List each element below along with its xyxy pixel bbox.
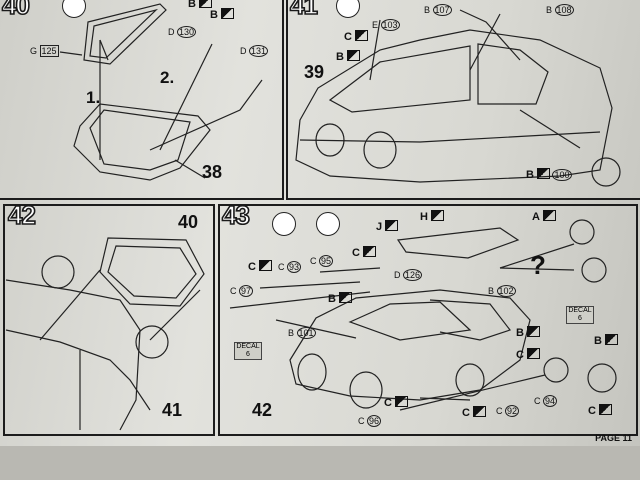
step-41-flag-c: C: [344, 30, 368, 43]
glue-icon: [336, 0, 360, 18]
step-43-number: 43: [221, 199, 251, 231]
step-43-flag-h: H: [420, 210, 444, 223]
glue-icon: [62, 0, 86, 18]
clear-glue-icon: [316, 212, 340, 236]
step-40-flag-b2: B: [210, 8, 234, 21]
step-41-ref: 39: [304, 62, 325, 82]
page-number: PAGE 11: [595, 433, 632, 443]
part-e103-label: E 103: [372, 19, 400, 31]
background-surface: [0, 446, 640, 480]
sub-step-1: 1.: [86, 88, 101, 107]
part-d130-label: D 130: [168, 26, 197, 38]
step-43-flag-j: J: [376, 220, 398, 233]
part-c94-label: C 94: [534, 395, 558, 407]
part-c95-label: C 95: [310, 255, 334, 267]
part-c92-label: C 92: [496, 405, 520, 417]
glue-icon: [272, 212, 296, 236]
step-41-frame: [286, 0, 640, 200]
part-c97-label: C 97: [230, 285, 254, 297]
step-42-ref-top: 40: [178, 212, 199, 232]
step-41-flag-b: B: [336, 50, 360, 63]
part-d126-label: D 126: [394, 269, 423, 281]
part-b102-label: B 102: [488, 285, 516, 297]
step-42-ref-bottom: 41: [162, 400, 183, 420]
step-43-flag-c4: C: [384, 396, 408, 409]
part-d131-label: D 131: [240, 45, 269, 57]
step-43-frame: [218, 204, 638, 436]
part-b100-label: B 100: [526, 169, 572, 181]
sub-step-2: 2.: [160, 68, 175, 87]
step-43-ref: 42: [252, 400, 273, 420]
step-43-flag-a: A: [532, 210, 556, 223]
step-43-flag-b: B: [328, 292, 352, 305]
question-mark: ?: [530, 250, 546, 280]
step-40-ref: 38: [202, 162, 223, 182]
step-43-flag-c5: C: [588, 404, 612, 417]
part-b101-label: B 101: [288, 327, 316, 339]
step-40-flag-b: B: [188, 0, 212, 10]
step-43-flag-c3: C: [462, 406, 486, 419]
step-42-frame: [3, 204, 215, 436]
part-c96-label: C 96: [358, 415, 382, 427]
step-43-flag-c1: C: [352, 246, 376, 259]
part-b108-label: B 108: [546, 4, 574, 16]
part-c93-label: C 93: [278, 261, 302, 273]
step-40-frame: [0, 0, 284, 200]
step-42-number: 42: [7, 199, 37, 231]
step-43-flag-b2: B: [516, 326, 540, 339]
step-43-flag-c2: C: [516, 348, 540, 361]
part-b107-label: B 107: [424, 4, 452, 16]
step-43-flag-c-left: C: [248, 260, 272, 273]
step-43-flag-b3: B: [594, 334, 618, 347]
part-g-label: G 125: [30, 45, 59, 57]
step-40-number: 40: [1, 0, 31, 21]
step-41-number: 41: [289, 0, 319, 21]
